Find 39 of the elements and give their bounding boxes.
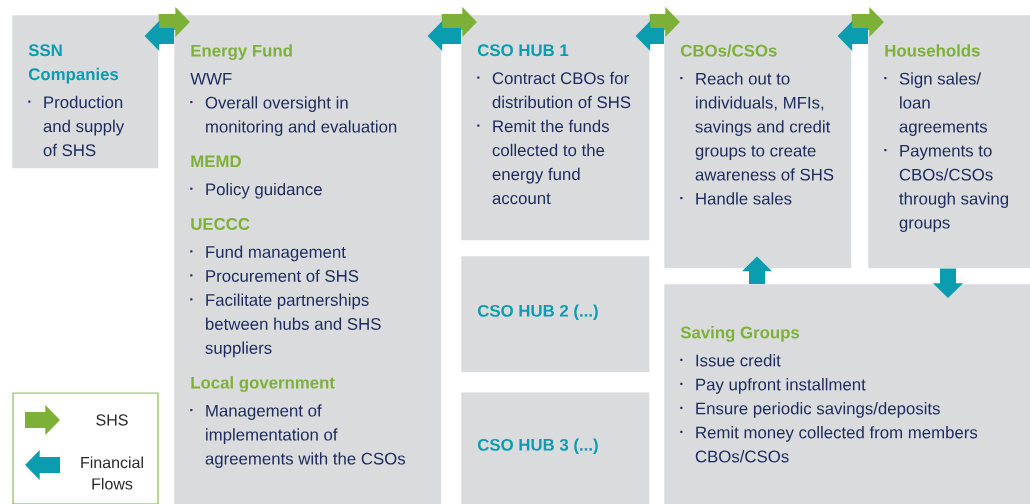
bullet-item: Remit the funds collected to the energy fund account xyxy=(477,119,609,205)
heading: Local government xyxy=(191,376,335,392)
heading: UECCC xyxy=(191,218,250,230)
legend-label: Financial Flows xyxy=(81,456,143,490)
bullet-item: Management of implementation of agreements with the CSOs xyxy=(190,404,406,468)
heading: SSN Companies xyxy=(28,44,119,84)
heading: Households xyxy=(885,44,980,57)
bullet-item: Ensure periodic savings/deposits xyxy=(680,402,940,418)
bullet-item: Pay upfront installment xyxy=(680,378,866,394)
bullet-item: Contract CBOs for distribution of SHS xyxy=(477,71,631,109)
bullet-item: Issue credit xyxy=(680,354,781,367)
bullet-item: Sign sales/ loan agreements xyxy=(884,72,988,136)
bullet-item: Payments to CBOs/CSOs through saving groups xyxy=(884,144,1009,232)
hub-box xyxy=(461,256,650,373)
company-box xyxy=(12,15,159,169)
bullet-item: Facilitate partnerships between hubs and SHS suppliers xyxy=(190,293,381,358)
heading: Saving Groups xyxy=(680,326,800,342)
bullet-item: Production and supply of SHS xyxy=(28,95,125,157)
hub-box xyxy=(461,15,650,241)
bullet-item: Remit money collected from members CBOs/CSOs xyxy=(680,426,978,463)
bullet-item: Handle sales xyxy=(680,192,792,205)
organisation-name: WWF xyxy=(190,72,232,85)
heading: CSO HUB 3 (...) xyxy=(477,438,598,455)
heading: CSO HUB 1 xyxy=(477,44,569,57)
heading: CBOs/CSOs xyxy=(680,44,777,57)
bullet-item: Reach out to individuals, MFIs, savings and credit groups to create awareness of SHS xyxy=(680,72,834,181)
bullet-item: Policy guidance xyxy=(190,182,322,199)
fund-box xyxy=(174,15,442,504)
heading: CSO HUB 2 (...) xyxy=(477,304,598,321)
partner-box xyxy=(664,15,852,269)
bullet-item: Procurement of SHS xyxy=(190,269,359,282)
legend-label: SHS xyxy=(96,414,128,426)
hub-box xyxy=(461,392,650,504)
heading: MEMD xyxy=(191,155,241,168)
bullet-item: Fund management xyxy=(190,245,346,262)
saving-group-box xyxy=(664,284,1030,504)
household-box xyxy=(868,15,1030,269)
bullet-item: Overall oversight in monitoring and evaluation xyxy=(190,96,397,136)
heading: Energy Fund xyxy=(191,44,292,60)
